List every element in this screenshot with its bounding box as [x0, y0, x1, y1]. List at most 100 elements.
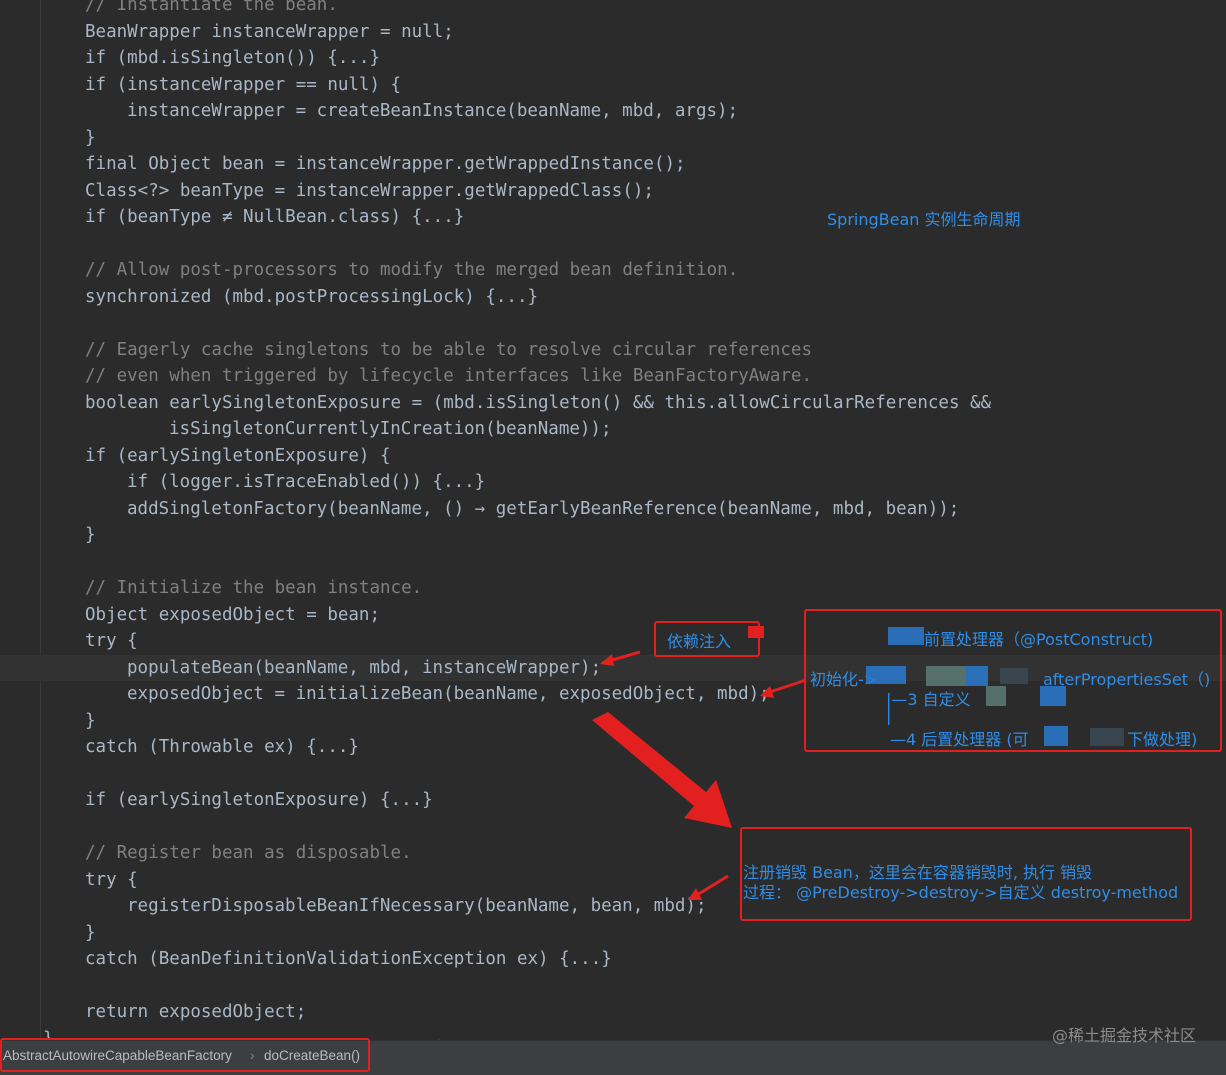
code-text: registerDisposableBeanIfNecessary(beanNa… [127, 896, 707, 916]
code-line[interactable]: boolean earlySingletonExposure = (mbd.is… [0, 390, 1226, 417]
code-text: } [85, 525, 96, 545]
code-text: catch (Throwable ex) {...} [85, 737, 359, 757]
code-text: try { [85, 631, 138, 651]
watermark: @稀土掘金技术社区 [1051, 1026, 1196, 1045]
redacted-block [1044, 726, 1068, 746]
code-line[interactable]: if (earlySingletonExposure) {...} [0, 787, 1226, 814]
code-line[interactable]: Class<?> beanType = instanceWrapper.getW… [0, 178, 1226, 205]
code-line[interactable]: catch (Throwable ex) {...} [0, 734, 1226, 761]
redacted-block [1090, 728, 1124, 746]
destroy-line2: 过程： @PreDestroy->destroy->自定义 destroy-me… [743, 883, 1179, 902]
comment: // Allow post-processors to modify the m… [85, 260, 739, 280]
code-line[interactable]: if (beanType ≠ NullBean.class) {...} [0, 204, 1226, 231]
destroy-highlight-box [740, 827, 1192, 921]
code-line[interactable]: // Allow post-processors to modify the m… [0, 257, 1226, 284]
code-editor[interactable]: // Instantiate the bean. BeanWrapper ins… [0, 0, 1226, 1049]
code-line[interactable]: if (instanceWrapper == null) { [0, 72, 1226, 99]
breadcrumb-method[interactable]: doCreateBean() [264, 1048, 361, 1063]
code-text: addSingletonFactory(beanName, () → getEa… [127, 498, 960, 519]
di-label: 依赖注入 [667, 632, 732, 651]
code-line[interactable]: registerDisposableBeanIfNecessary(beanNa… [0, 893, 1226, 920]
editor-gutter-divider [40, 0, 41, 1040]
redacted-block [866, 666, 906, 684]
code-line[interactable]: } [0, 125, 1226, 152]
big-arrow [592, 712, 732, 828]
redacted-block [888, 627, 924, 645]
code-line[interactable]: // Eagerly cache singletons to be able t… [0, 337, 1226, 364]
code-text: synchronized (mbd.postProcessingLock) {.… [85, 286, 539, 307]
arrow-head [760, 686, 774, 698]
code-line[interactable]: addSingletonFactory(beanName, () → getEa… [0, 496, 1226, 523]
redacted-block [1000, 668, 1028, 684]
breadcrumb-separator-icon: › [250, 1048, 255, 1063]
code-line[interactable]: // Initialize the bean instance. [0, 575, 1226, 602]
red-marker [748, 626, 764, 638]
code-text: Object exposedObject = bean; [85, 604, 381, 625]
breadcrumb-class[interactable]: AbstractAutowireCapableBeanFactory [3, 1048, 232, 1063]
arrow-head [688, 888, 702, 900]
code-line[interactable]: if (earlySingletonExposure) { [0, 443, 1226, 470]
code-line[interactable]: // even when triggered by lifecycle inte… [0, 363, 1226, 390]
code-text: exposedObject = initializeBean(beanName,… [127, 684, 770, 704]
code-line[interactable]: try { [0, 628, 1226, 655]
code-line[interactable]: } [0, 920, 1226, 947]
code-line[interactable]: synchronized (mbd.postProcessingLock) {.… [0, 284, 1226, 311]
init-bar: | [886, 706, 892, 725]
init-after-label: afterPropertiesSet（) [1043, 670, 1211, 689]
code-line[interactable]: catch (BeanDefinitionValidationException… [0, 946, 1226, 973]
redacted-block [1040, 686, 1066, 706]
code-text: return exposedObject; [85, 1002, 307, 1022]
code-text: if (mbd.isSingleton()) {...} [85, 48, 381, 68]
status-bar: AbstractAutowireCapableBeanFactory › doC… [0, 1040, 1226, 1075]
code-line[interactable]: } [0, 708, 1226, 735]
comment: // Instantiate the bean. [85, 0, 338, 15]
redacted-block [926, 666, 966, 686]
code-text: isSingletonCurrentlyInCreation(beanName)… [169, 419, 612, 439]
code-text: } [85, 710, 96, 731]
code-line[interactable]: instanceWrapper = createBeanInstance(bea… [0, 98, 1226, 125]
code-line[interactable]: isSingletonCurrentlyInCreation(beanName)… [0, 416, 1226, 443]
code-text: if (logger.isTraceEnabled()) {...} [127, 472, 486, 492]
comment: // Register bean as disposable. [85, 843, 412, 863]
di-highlight-box [654, 621, 760, 657]
code-text: if (instanceWrapper == null) { [85, 74, 402, 95]
code-text: try { [85, 869, 138, 890]
code-text: } [85, 127, 96, 148]
code-line[interactable]: if (logger.isTraceEnabled()) {...} [0, 469, 1226, 496]
code-line[interactable]: return exposedObject; [0, 999, 1226, 1026]
redacted-block [986, 686, 1006, 706]
code-line[interactable]: try { [0, 867, 1226, 894]
code-text: boolean earlySingletonExposure = (mbd.is… [85, 392, 992, 413]
destroy-line1: 注册销毁 Bean，这里会在容器销毁时, 执行 销毁 [743, 863, 1093, 882]
code-text: instanceWrapper = createBeanInstance(bea… [127, 101, 739, 121]
lifecycle-title: SpringBean 实例生命周期 [827, 210, 1021, 229]
code-text: BeanWrapper instanceWrapper = null; [85, 21, 454, 42]
code-line[interactable]: // Instantiate the bean. [0, 0, 1226, 19]
init-step4-label: —4 后置处理器 (可 [890, 730, 1029, 749]
code-line[interactable]: exposedObject = initializeBean(beanName,… [0, 681, 1226, 708]
code-text: } [85, 922, 96, 943]
code-text: Class<?> beanType = instanceWrapper.getW… [85, 180, 654, 201]
init-step4-tail: 下做处理) [1127, 730, 1198, 749]
arrow-head [600, 654, 614, 666]
code-line[interactable]: final Object bean = instanceWrapper.getW… [0, 151, 1226, 178]
code-line[interactable]: if (mbd.isSingleton()) {...} [0, 45, 1226, 72]
redacted-block [966, 666, 988, 686]
comment: // even when triggered by lifecycle inte… [85, 366, 812, 386]
comment: // Eagerly cache singletons to be able t… [85, 339, 812, 360]
code-text: if (earlySingletonExposure) { [85, 445, 391, 466]
init-prefix-label: 初始化-> [810, 670, 878, 689]
code-text: catch (BeanDefinitionValidationException… [85, 949, 612, 969]
init-step3-label: |—3 自定义 [886, 690, 971, 709]
code-line[interactable]: // Register bean as disposable. [0, 840, 1226, 867]
code-line[interactable]: } [0, 522, 1226, 549]
code-text: if (earlySingletonExposure) {...} [85, 790, 433, 810]
code-text: populateBean(beanName, mbd, instanceWrap… [127, 657, 602, 678]
breadcrumb-highlight-box [0, 1038, 370, 1072]
code-text: if (beanType ≠ NullBean.class) {...} [85, 207, 465, 227]
init-pre-label: 前置处理器（@PostConstruct) [924, 630, 1154, 649]
comment: // Initialize the bean instance. [85, 578, 423, 598]
code-line[interactable]: BeanWrapper instanceWrapper = null; [0, 19, 1226, 46]
code-line[interactable]: Object exposedObject = bean; [0, 602, 1226, 629]
